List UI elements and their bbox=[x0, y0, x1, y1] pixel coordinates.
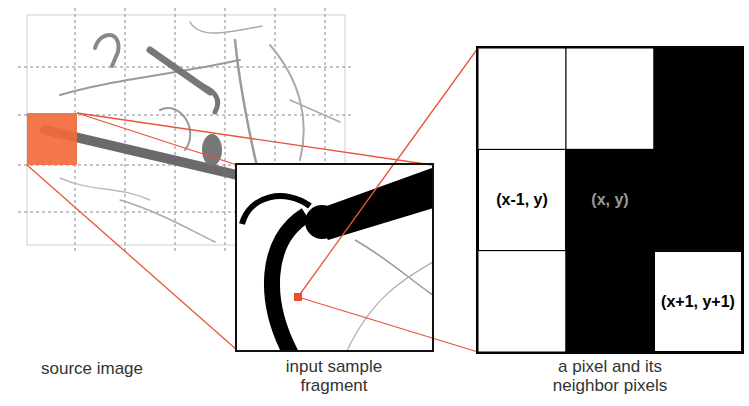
sketch-stroke bbox=[270, 45, 304, 160]
sample-region bbox=[27, 113, 77, 165]
sketch-stroke bbox=[60, 178, 150, 200]
pixel-cell: (x+1, y+1) bbox=[654, 251, 742, 352]
panel-caption: source image bbox=[27, 360, 157, 379]
fragment-box: input sample fragment bbox=[237, 165, 432, 350]
zoom-line bbox=[27, 165, 237, 350]
fragment-blob bbox=[305, 205, 339, 239]
pixel-label: (x, y) bbox=[591, 190, 628, 209]
zoom-line bbox=[77, 113, 237, 165]
pixel-cell bbox=[566, 251, 654, 352]
pixel-cell bbox=[654, 48, 742, 149]
pixel-cell bbox=[654, 149, 742, 250]
sketch-stroke bbox=[190, 22, 262, 33]
panel-caption: input sample fragment bbox=[264, 358, 404, 395]
pixel-label: (x+1, y+1) bbox=[661, 292, 735, 311]
pixel-grid bbox=[478, 48, 742, 352]
pixel-grid-box: a pixel and its neighbor pixels(x-1, y)(… bbox=[478, 48, 742, 352]
pixel-cell bbox=[478, 48, 566, 149]
sketch-stroke bbox=[200, 85, 218, 112]
zoom-line bbox=[298, 297, 478, 352]
pixel-cell bbox=[566, 48, 654, 149]
sketch-blob bbox=[202, 134, 222, 166]
fragment-stroke bbox=[345, 258, 432, 350]
grid-line bbox=[175, 8, 176, 252]
sketch-stroke bbox=[95, 35, 118, 66]
pixel-label: (x-1, y) bbox=[496, 190, 548, 209]
pixel-cell: (x, y) bbox=[566, 149, 654, 250]
zoom-line bbox=[298, 165, 393, 297]
zoom-lines bbox=[77, 113, 478, 352]
sketch-stroke bbox=[290, 100, 340, 122]
source-panel: source image bbox=[27, 15, 345, 245]
pixel-cell bbox=[478, 251, 566, 352]
sketch-stroke bbox=[120, 200, 215, 242]
fragment-stroke bbox=[272, 215, 306, 350]
fragment-picture bbox=[242, 165, 432, 350]
grid-line bbox=[18, 67, 352, 68]
pixel-cell: (x-1, y) bbox=[478, 149, 566, 250]
panel-caption: a pixel and its neighbor pixels bbox=[525, 358, 695, 395]
zoom-line bbox=[77, 113, 432, 165]
zoom-line bbox=[393, 48, 478, 165]
grid-line bbox=[125, 8, 126, 252]
grid-line bbox=[225, 8, 226, 252]
